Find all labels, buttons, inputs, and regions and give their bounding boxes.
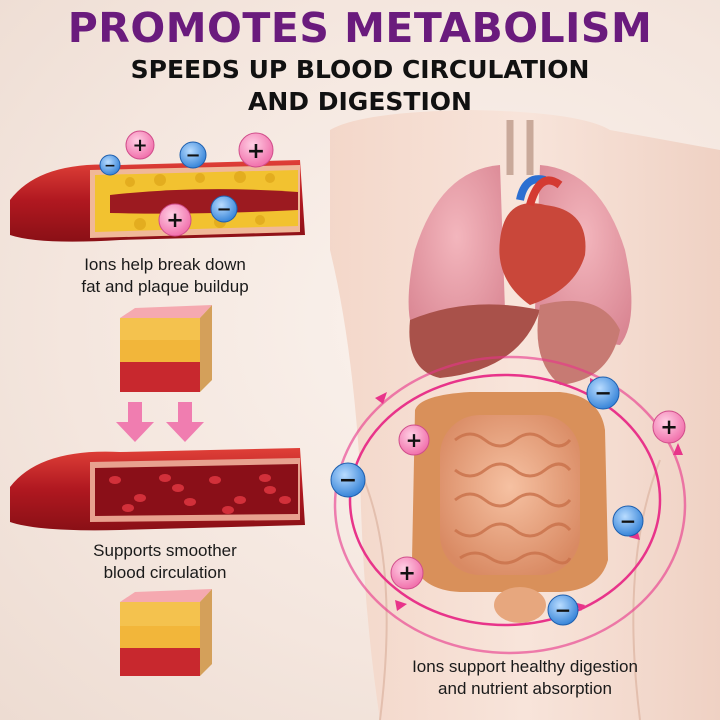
artery-clear [10, 448, 305, 531]
page-title: PROMOTES METABOLISM [67, 4, 653, 52]
intestines [412, 392, 608, 623]
heart [499, 175, 586, 305]
negative-ion: − [586, 376, 620, 410]
subtitle-line-1: SPEEDS UP BLOOD CIRCULATION [130, 55, 590, 84]
ion-orbits [333, 355, 687, 655]
positive-ion: + [390, 556, 424, 590]
caption-digestion-line-2: and nutrient absorption [438, 679, 612, 698]
positive-ion: + [158, 203, 192, 237]
svg-text:−: − [594, 381, 612, 405]
svg-text:−: − [185, 145, 200, 166]
artery-with-plaque [10, 160, 305, 242]
caption-circulation-line-1: Supports smoother [93, 541, 237, 560]
svg-text:+: + [406, 428, 423, 452]
caption-plaque: Ions help break down fat and plaque buil… [40, 254, 290, 298]
positive-ion: + [398, 424, 430, 456]
svg-text:+: + [398, 561, 416, 585]
negative-ion: − [179, 141, 207, 169]
svg-text:+: + [166, 208, 184, 232]
caption-circulation: Supports smoother blood circulation [40, 540, 290, 584]
caption-plaque-line-1: Ions help break down [84, 255, 246, 274]
positive-ion: + [238, 132, 274, 168]
down-arrows [116, 402, 204, 442]
negative-ion: − [330, 462, 366, 498]
negative-ion: − [210, 195, 238, 223]
positive-ion: + [652, 410, 686, 444]
tissue-block-1 [120, 305, 212, 392]
svg-text:+: + [132, 135, 147, 156]
caption-circulation-line-2: blood circulation [103, 563, 227, 582]
caption-digestion-line-1: Ions support healthy digestion [412, 657, 638, 676]
negative-ion: − [99, 154, 121, 176]
svg-text:−: − [620, 509, 637, 533]
svg-text:+: + [247, 139, 265, 164]
svg-text:+: + [660, 415, 678, 439]
caption-digestion: Ions support healthy digestion and nutri… [360, 656, 690, 700]
positive-ion: + [125, 130, 155, 160]
svg-text:−: − [339, 468, 357, 493]
svg-text:−: − [555, 598, 572, 622]
svg-text:−: − [104, 158, 116, 174]
tissue-block-2 [120, 589, 212, 676]
svg-text:−: − [216, 199, 231, 220]
negative-ion: − [547, 594, 579, 626]
negative-ion: − [612, 505, 644, 537]
caption-plaque-line-2: fat and plaque buildup [81, 277, 249, 296]
